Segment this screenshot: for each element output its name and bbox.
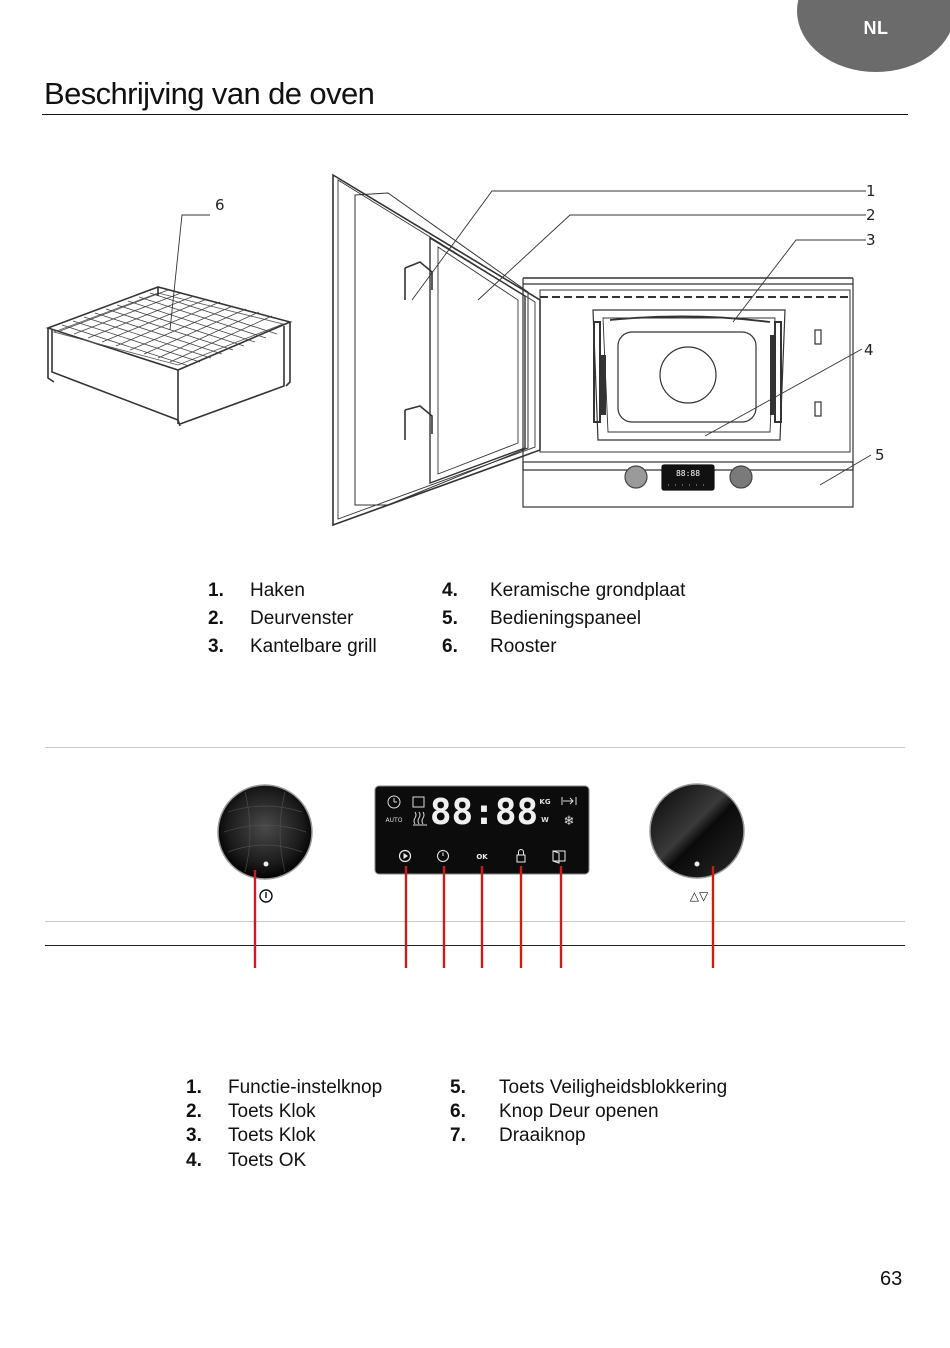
callout-number-5: 5 [875,446,885,464]
callout-number-3: 3 [866,231,876,249]
power-symbol-icon [260,890,272,902]
title-divider [42,114,908,115]
rotary-knob[interactable] [650,784,744,878]
display-digits: 88:88 [430,792,538,833]
callout-number-1: 1 [866,182,876,200]
display-panel: AUTO 88:88 KG W ❄ OK [375,786,589,874]
ok-button[interactable]: OK [476,853,488,861]
language-tab: NL [797,0,950,72]
kg-label: KG [539,798,550,806]
up-down-arrows-icon: △▽ [690,889,709,903]
function-knob[interactable] [218,785,312,879]
oven-illustration: 88:88 6 1 2 3 4 5 [0,160,950,540]
auto-label: AUTO [386,817,403,824]
callout-number-4: 4 [864,341,874,359]
callout-number-2: 2 [866,206,876,224]
panel-top-rule [45,747,905,748]
control-panel-illustration: △▽ AUTO 88:88 KG W ❄ [0,770,950,970]
watt-label: W [541,816,549,824]
callout-number-6: 6 [215,196,225,214]
red-callout-lines [255,866,713,968]
mini-display-digits: 88:88 [676,469,700,478]
page-title: Beschrijving van de oven [44,76,374,112]
page-number: 63 [880,1268,902,1291]
defrost-snowflake-icon: ❄ [564,814,575,829]
wire-rack-drawing [48,287,290,426]
oven-body-drawing: 88:88 [333,175,853,525]
language-label: NL [797,18,950,39]
